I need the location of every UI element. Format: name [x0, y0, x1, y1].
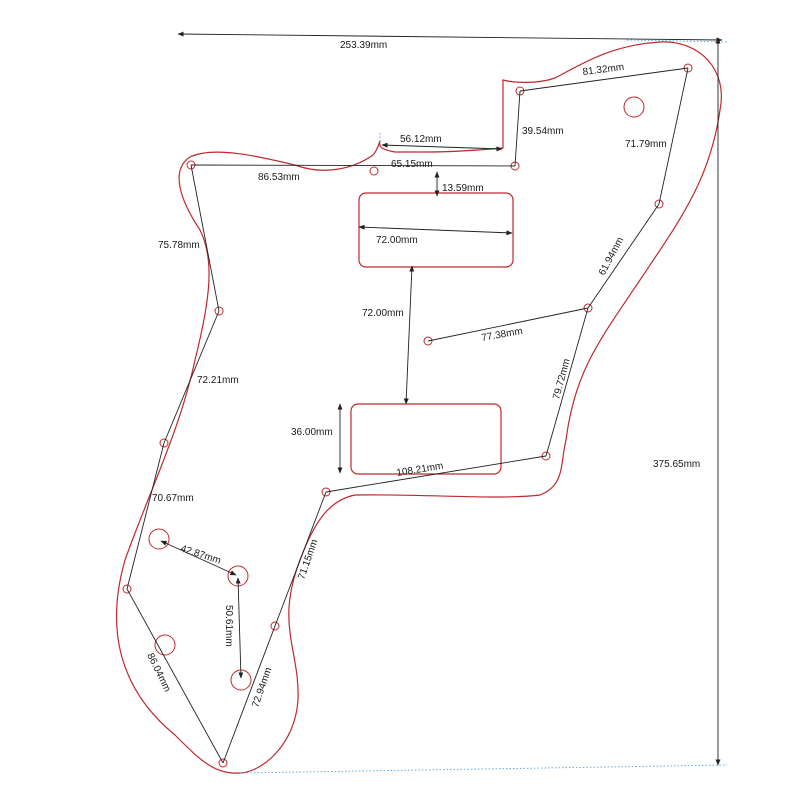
connector-line [545, 307, 589, 457]
control-spacing-arrow [160, 540, 237, 576]
connector-line [514, 90, 521, 167]
dimension-labels: 253.39mm 375.65mm 56.12mm 65.15mm 86.53m… [144, 40, 700, 709]
bottom-left-label: 86.04mm [144, 651, 172, 693]
upper-left-label: 86.53mm [258, 172, 300, 183]
control-vertical-arrow [235, 577, 244, 679]
bridge-pickup-cutout [350, 403, 502, 475]
connector-line [427, 307, 589, 342]
step-height-label: 39.54mm [522, 126, 564, 137]
connector-line [126, 588, 224, 764]
screw-holes [122, 63, 693, 768]
connector-lines [126, 67, 689, 764]
upper-right-hole [623, 96, 645, 118]
pickup-height-label: 36.00mm [291, 427, 333, 438]
connector-line [190, 164, 220, 312]
upper-right-label: 81.32mm [582, 62, 625, 78]
pickup-spacing-arrow [403, 265, 415, 405]
left-lower-label: 70.67mm [152, 493, 194, 504]
left-upper-label: 75.78mm [158, 240, 200, 251]
horn-gap-arrow [381, 142, 503, 152]
overall-width-arrow [177, 31, 723, 43]
pickup-width-label: 72.00mm [376, 235, 418, 246]
pickguard-outline [115, 41, 722, 774]
connector-line [126, 442, 165, 590]
connector-line [658, 67, 689, 205]
top-span-label: 65.15mm [391, 159, 433, 170]
overall-width-label: 253.39mm [340, 40, 387, 51]
pickup-spacing-label: 72.00mm [362, 308, 404, 319]
control-spacing-label: 42.87mm [179, 543, 222, 566]
control-hole-upper [148, 528, 170, 550]
connector-line [587, 203, 660, 309]
pickup-width-arrow [358, 224, 513, 236]
right-upper-label: 71.79mm [625, 139, 667, 150]
extension-line-bottom [239, 764, 728, 774]
horn-gap-label: 56.12mm [400, 134, 442, 145]
control-hole-lower-left [154, 634, 176, 656]
control-vertical-label: 50.61mm [223, 605, 234, 647]
connector-line [519, 67, 689, 92]
overall-height-label: 375.65mm [653, 459, 700, 470]
right-mid-label: 61.94mm [597, 235, 626, 277]
screw-hole [369, 166, 379, 176]
right-lower-label: 79.72mm [551, 358, 572, 401]
bottom-right-label: 72.94mm [250, 666, 274, 709]
connector-line [325, 455, 547, 493]
left-mid-label: 72.21mm [197, 375, 239, 386]
connector-line [274, 491, 327, 627]
pickup-gap-label: 13.59mm [442, 183, 484, 194]
dimension-arrows [160, 31, 723, 766]
connector-line [163, 310, 220, 444]
connector-line [190, 164, 516, 167]
connector-line [222, 625, 276, 764]
